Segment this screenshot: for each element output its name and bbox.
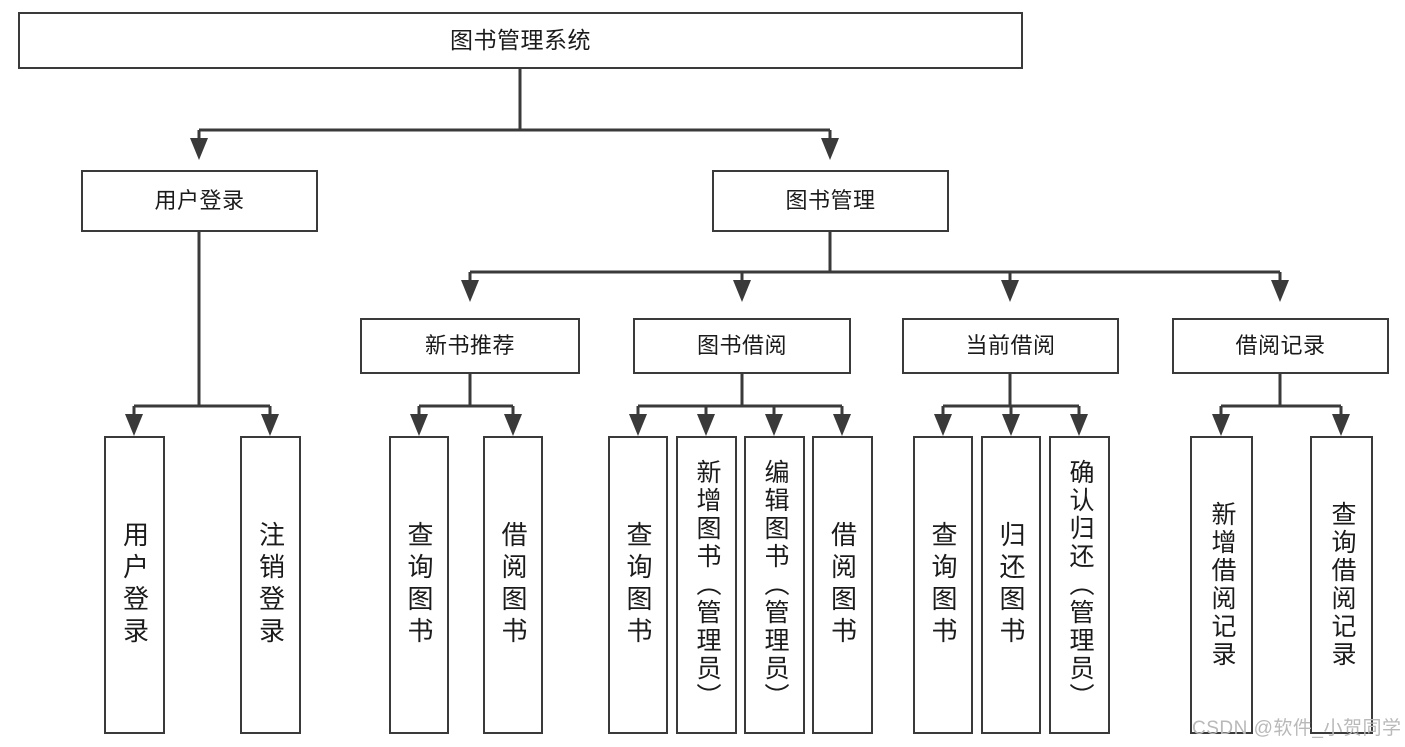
node-label: 查询图书 bbox=[404, 521, 434, 649]
node-current-borrow[interactable]: 当前借阅 bbox=[902, 318, 1119, 374]
node-label: 当前借阅 bbox=[965, 333, 1056, 359]
node-leaf-query-record[interactable]: 查询借阅记录 bbox=[1310, 436, 1373, 734]
node-leaf-user-login[interactable]: 用户登录 bbox=[104, 436, 165, 734]
node-book-manage[interactable]: 图书管理 bbox=[712, 170, 949, 232]
node-label: 新增借阅记录 bbox=[1208, 501, 1236, 669]
node-label: 图书管理系统 bbox=[450, 26, 591, 53]
node-leaf-add-record[interactable]: 新增借阅记录 bbox=[1190, 436, 1253, 734]
node-leaf-borrow-book-1[interactable]: 借阅图书 bbox=[483, 436, 543, 734]
node-label: 新增图书（管理员） bbox=[693, 459, 721, 711]
node-book-borrow[interactable]: 图书借阅 bbox=[633, 318, 851, 374]
node-leaf-query-book-2[interactable]: 查询图书 bbox=[608, 436, 668, 734]
node-label: 注销登录 bbox=[255, 521, 286, 649]
node-label: 确认归还（管理员） bbox=[1066, 459, 1094, 711]
node-label: 借阅图书 bbox=[827, 521, 858, 649]
node-leaf-query-book-3[interactable]: 查询图书 bbox=[913, 436, 973, 734]
node-label: 编辑图书（管理员） bbox=[761, 459, 789, 711]
node-label: 查询图书 bbox=[623, 521, 653, 649]
node-label: 用户登录 bbox=[119, 521, 150, 649]
node-label: 借阅图书 bbox=[498, 521, 528, 649]
node-label: 归还图书 bbox=[996, 521, 1026, 649]
node-label: 查询图书 bbox=[928, 521, 958, 649]
node-label: 用户登录 bbox=[154, 188, 245, 214]
watermark-text: CSDN @软件_小贺同学 bbox=[1192, 718, 1402, 739]
node-leaf-user-logout[interactable]: 注销登录 bbox=[240, 436, 301, 734]
node-leaf-borrow-book-2[interactable]: 借阅图书 bbox=[812, 436, 873, 734]
node-label: 新书推荐 bbox=[424, 333, 515, 359]
node-leaf-edit-book[interactable]: 编辑图书（管理员） bbox=[744, 436, 805, 734]
node-label: 借阅记录 bbox=[1235, 333, 1326, 359]
node-root[interactable]: 图书管理系统 bbox=[18, 12, 1023, 69]
node-label: 图书借阅 bbox=[696, 333, 787, 359]
node-user-login[interactable]: 用户登录 bbox=[81, 170, 318, 232]
node-leaf-return-book[interactable]: 归还图书 bbox=[981, 436, 1041, 734]
node-new-book-rec[interactable]: 新书推荐 bbox=[360, 318, 580, 374]
node-borrow-record[interactable]: 借阅记录 bbox=[1172, 318, 1389, 374]
node-leaf-query-book-1[interactable]: 查询图书 bbox=[389, 436, 449, 734]
node-label: 查询借阅记录 bbox=[1328, 501, 1356, 669]
node-label: 图书管理 bbox=[785, 188, 876, 214]
node-leaf-add-book[interactable]: 新增图书（管理员） bbox=[676, 436, 737, 734]
node-leaf-confirm-return[interactable]: 确认归还（管理员） bbox=[1049, 436, 1110, 734]
